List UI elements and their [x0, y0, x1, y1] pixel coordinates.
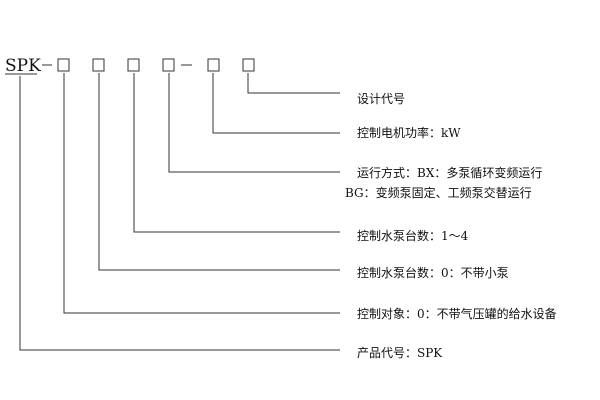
label-run-mode-bg: BG：变频泵固定、工频泵交替运行: [345, 185, 532, 200]
leader-small-pump: [98, 73, 340, 271]
code-box-6: [242, 58, 255, 72]
code-box-3: [127, 58, 140, 72]
code-box-2: [92, 58, 105, 72]
label-motor-power: 控制电机功率：kW: [357, 125, 461, 140]
code-box-1: [57, 58, 70, 72]
leader-design-code: [247, 73, 340, 94]
prefix-text: SPK: [5, 56, 41, 76]
label-pump-count: 控制水泵台数：1～4: [357, 228, 469, 243]
leader-product-code: [19, 76, 340, 351]
leader-run-mode: [168, 73, 340, 173]
label-small-pump: 控制水泵台数：0：不带小泵: [357, 265, 509, 280]
leader-pump-count: [133, 73, 340, 233]
label-product-code: 产品代号：SPK: [357, 346, 443, 360]
label-control-object: 控制对象：0：不带气压罐的给水设备: [357, 306, 557, 321]
leader-motor-power: [212, 73, 340, 134]
code-box-5: [207, 58, 220, 72]
code-box-4: [162, 58, 175, 72]
leader-control-object: [63, 73, 340, 314]
label-design-code: 设计代号: [357, 92, 405, 106]
label-run-mode: 运行方式：BX：多泵循环变频运行: [357, 165, 542, 180]
